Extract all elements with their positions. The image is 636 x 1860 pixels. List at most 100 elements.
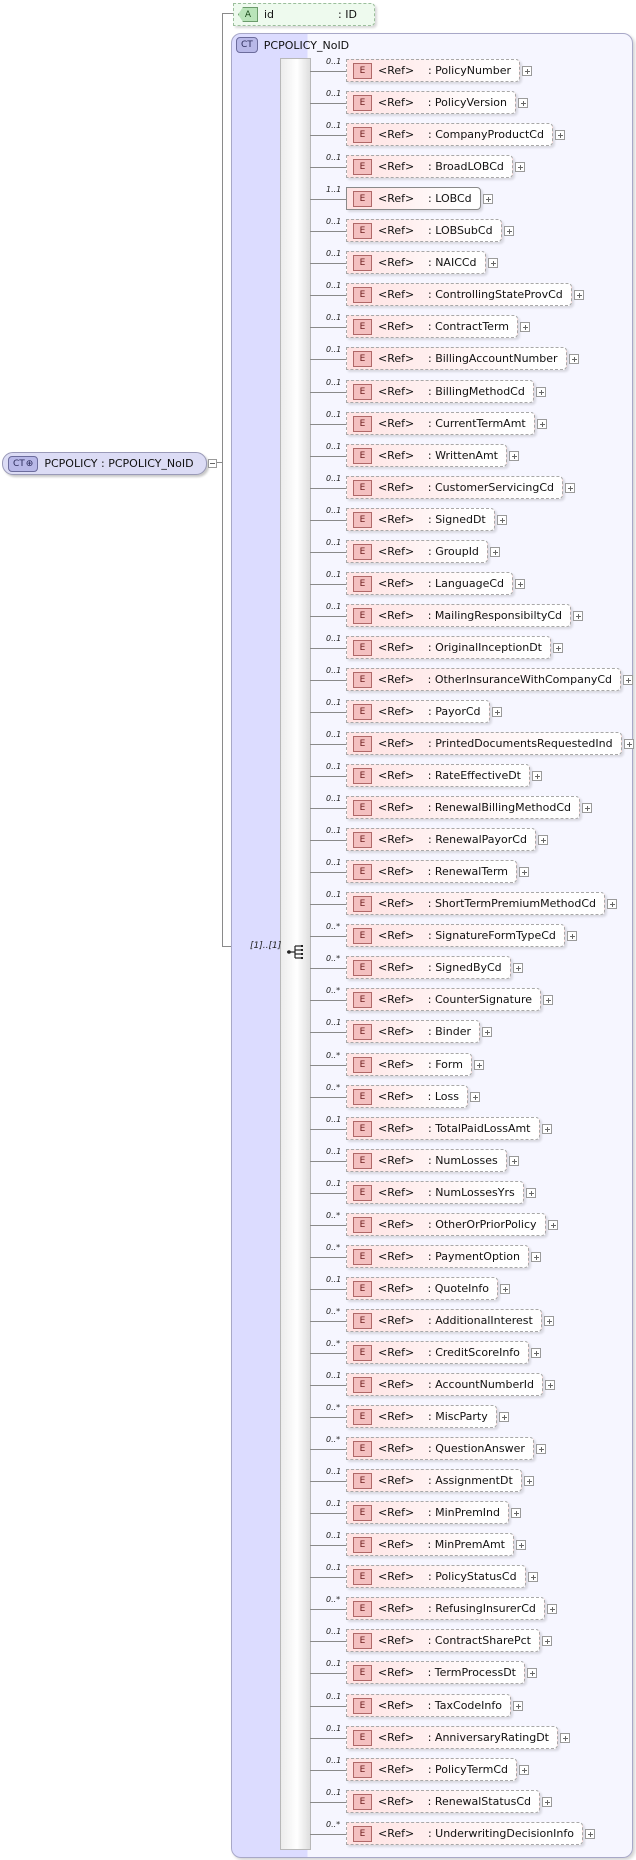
element-ref[interactable]: E<Ref>: NAICCd	[346, 251, 486, 274]
element-ref[interactable]: E<Ref>: Binder	[346, 1020, 480, 1043]
expand-icon[interactable]	[499, 1412, 509, 1422]
element-ref[interactable]: E<Ref>: LanguageCd	[346, 572, 513, 595]
element-ref[interactable]: E<Ref>: RenewalPayorCd	[346, 828, 536, 851]
expand-icon[interactable]	[544, 1316, 554, 1326]
element-ref[interactable]: E<Ref>: LOBCd	[346, 187, 481, 210]
element-ref[interactable]: E<Ref>: RefusingInsurerCd	[346, 1597, 545, 1620]
expand-icon[interactable]	[547, 1604, 557, 1614]
element-ref[interactable]: E<Ref>: SignatureFormTypeCd	[346, 924, 565, 947]
expand-icon[interactable]	[536, 387, 546, 397]
element-ref[interactable]: E<Ref>: AdditionalInterest	[346, 1309, 542, 1332]
expand-icon[interactable]	[492, 707, 502, 717]
expand-icon[interactable]	[567, 931, 577, 941]
element-ref[interactable]: E<Ref>: CounterSignature	[346, 988, 541, 1011]
element-ref[interactable]: E<Ref>: PolicyNumber	[346, 59, 520, 82]
element-ref[interactable]: E<Ref>: NumLosses	[346, 1149, 507, 1172]
expand-icon[interactable]	[509, 1156, 519, 1166]
element-ref[interactable]: E<Ref>: PaymentOption	[346, 1245, 529, 1268]
expand-icon[interactable]	[538, 835, 548, 845]
expand-icon[interactable]	[509, 451, 519, 461]
expand-icon[interactable]	[543, 995, 553, 1005]
element-ref[interactable]: E<Ref>: QuoteInfo	[346, 1277, 498, 1300]
expand-icon[interactable]	[548, 1220, 558, 1230]
element-ref[interactable]: E<Ref>: ControllingStateProvCd	[346, 283, 572, 306]
element-ref[interactable]: E<Ref>: ContractTerm	[346, 315, 518, 338]
expand-icon[interactable]	[504, 226, 514, 236]
element-ref[interactable]: E<Ref>: BroadLOBCd	[346, 155, 513, 178]
expand-icon[interactable]	[607, 899, 617, 909]
expand-icon[interactable]	[537, 419, 547, 429]
element-ref[interactable]: E<Ref>: MinPremInd	[346, 1501, 509, 1524]
element-ref[interactable]: E<Ref>: PolicyTermCd	[346, 1758, 517, 1781]
element-ref[interactable]: E<Ref>: ShortTermPremiumMethodCd	[346, 892, 605, 915]
expand-icon[interactable]	[536, 1444, 546, 1454]
expand-icon[interactable]	[482, 1027, 492, 1037]
element-ref[interactable]: E<Ref>: TermProcessDt	[346, 1661, 525, 1684]
element-ref[interactable]: E<Ref>: PayorCd	[346, 700, 490, 723]
expand-icon[interactable]	[545, 1380, 555, 1390]
expand-icon[interactable]	[542, 1636, 552, 1646]
element-ref[interactable]: E<Ref>: RenewalBillingMethodCd	[346, 796, 580, 819]
expand-icon[interactable]	[553, 643, 563, 653]
expand-icon[interactable]	[470, 1092, 480, 1102]
element-ref[interactable]: E<Ref>: AccountNumberId	[346, 1373, 543, 1396]
expand-icon[interactable]	[474, 1060, 484, 1070]
expand-icon[interactable]	[569, 354, 579, 364]
expand-icon[interactable]	[519, 867, 529, 877]
element-ref[interactable]: E<Ref>: QuestionAnswer	[346, 1437, 534, 1460]
element-ref[interactable]: E<Ref>: MailingResponsibiltyCd	[346, 604, 571, 627]
expand-icon[interactable]	[515, 579, 525, 589]
element-ref[interactable]: E<Ref>: RenewalStatusCd	[346, 1790, 540, 1813]
element-ref[interactable]: E<Ref>: MinPremAmt	[346, 1533, 514, 1556]
element-ref[interactable]: E<Ref>: NumLossesYrs	[346, 1181, 524, 1204]
element-ref[interactable]: E<Ref>: BillingMethodCd	[346, 380, 534, 403]
element-ref[interactable]: E<Ref>: AnniversaryRatingDt	[346, 1726, 558, 1749]
expand-icon[interactable]	[565, 483, 575, 493]
expand-icon[interactable]	[522, 66, 532, 76]
expand-icon[interactable]	[623, 675, 633, 685]
expand-icon[interactable]	[542, 1124, 552, 1134]
element-ref[interactable]: E<Ref>: Form	[346, 1053, 472, 1076]
expand-icon[interactable]	[516, 1540, 526, 1550]
expand-icon[interactable]	[574, 290, 584, 300]
element-ref[interactable]: E<Ref>: AssignmentDt	[346, 1469, 522, 1492]
expand-icon[interactable]	[585, 1829, 595, 1839]
root-element[interactable]: CT⊕ PCPOLICY : PCPOLICY_NoID	[2, 452, 207, 475]
expand-icon[interactable]	[624, 739, 634, 749]
expand-icon[interactable]	[500, 1284, 510, 1294]
expand-icon[interactable]	[542, 1797, 552, 1807]
element-ref[interactable]: E<Ref>: CurrentTermAmt	[346, 412, 535, 435]
expand-icon[interactable]	[527, 1668, 537, 1678]
expand-icon[interactable]	[560, 1733, 570, 1743]
expand-icon[interactable]	[520, 322, 530, 332]
element-ref[interactable]: E<Ref>: MiscParty	[346, 1405, 497, 1428]
element-ref[interactable]: E<Ref>: CompanyProductCd	[346, 123, 553, 146]
expand-icon[interactable]	[497, 515, 507, 525]
expand-icon[interactable]	[573, 611, 583, 621]
element-ref[interactable]: E<Ref>: GroupId	[346, 540, 488, 563]
element-ref[interactable]: E<Ref>: TotalPaidLossAmt	[346, 1117, 540, 1140]
element-ref[interactable]: E<Ref>: SignedByCd	[346, 956, 511, 979]
element-ref[interactable]: E<Ref>: CreditScoreInfo	[346, 1341, 529, 1364]
element-ref[interactable]: E<Ref>: ContractSharePct	[346, 1629, 540, 1652]
element-ref[interactable]: E<Ref>: BillingAccountNumber	[346, 347, 567, 370]
expand-icon[interactable]	[488, 258, 498, 268]
element-ref[interactable]: E<Ref>: SignedDt	[346, 508, 495, 531]
element-ref[interactable]: E<Ref>: LOBSubCd	[346, 219, 502, 242]
expand-icon[interactable]	[518, 98, 528, 108]
expand-icon[interactable]	[513, 963, 523, 973]
element-ref[interactable]: E<Ref>: OriginalInceptionDt	[346, 636, 551, 659]
element-ref[interactable]: E<Ref>: WrittenAmt	[346, 444, 507, 467]
element-ref[interactable]: E<Ref>: PolicyStatusCd	[346, 1565, 526, 1588]
expand-icon[interactable]	[531, 1252, 541, 1262]
sequence-icon[interactable]	[286, 944, 306, 960]
element-ref[interactable]: E<Ref>: UnderwritingDecisionInfo	[346, 1822, 583, 1845]
expand-icon[interactable]	[555, 130, 565, 140]
expand-icon[interactable]	[513, 1701, 523, 1711]
attribute-id[interactable]: A id : ID	[233, 3, 375, 26]
element-ref[interactable]: E<Ref>: CustomerServicingCd	[346, 476, 563, 499]
expand-icon[interactable]	[531, 1348, 541, 1358]
element-ref[interactable]: E<Ref>: OtherInsuranceWithCompanyCd	[346, 668, 621, 691]
element-ref[interactable]: E<Ref>: PolicyVersion	[346, 91, 516, 114]
element-ref[interactable]: E<Ref>: TaxCodeInfo	[346, 1694, 511, 1717]
